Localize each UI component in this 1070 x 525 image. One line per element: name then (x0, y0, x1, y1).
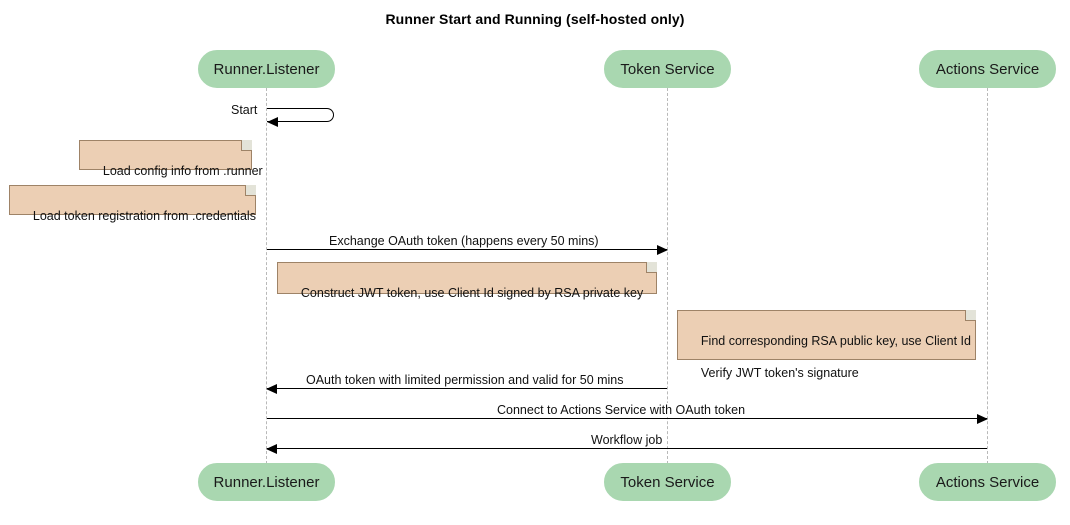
note-construct-jwt: Construct JWT token, use Client Id signe… (277, 262, 657, 300)
note-fold-corner-icon (965, 310, 976, 321)
note-text: Construct JWT token, use Client Id signe… (300, 286, 644, 300)
actor-label: Actions Service (935, 60, 1040, 78)
message-workflow-job (266, 444, 987, 454)
lifeline-token-service (667, 88, 668, 464)
arrow-head-start (267, 117, 278, 127)
message-connect-actions-service (267, 414, 988, 424)
note-load-config: Load config info from .runner (79, 140, 263, 178)
actor-label: Token Service (620, 473, 715, 491)
actor-runner-listener-bottom[interactable]: Runner.Listener (198, 463, 335, 501)
actor-label: Actions Service (935, 473, 1040, 491)
note-text: Load config info from .runner (102, 164, 263, 178)
actor-actions-service-bottom[interactable]: Actions Service (919, 463, 1056, 501)
message-label-connect-actions-service: Connect to Actions Service with OAuth to… (494, 403, 749, 417)
actor-label: Token Service (620, 60, 715, 78)
note-fold-corner-icon (241, 140, 252, 151)
lifeline-actions-service (987, 88, 988, 464)
message-label-workflow-job: Workflow job (588, 433, 666, 447)
message-oauth-token-return (266, 384, 667, 394)
message-exchange-oauth-token (267, 245, 668, 255)
note-fold-corner-icon (245, 185, 256, 196)
note-load-credentials: Load token registration from .credential… (9, 185, 256, 223)
message-label-exchange-oauth-token: Exchange OAuth token (happens every 50 m… (326, 234, 602, 248)
actor-label: Runner.Listener (213, 60, 320, 78)
actor-token-service-top[interactable]: Token Service (604, 50, 731, 88)
lifeline-runner (266, 88, 267, 464)
arrow-head-left-icon (266, 444, 277, 454)
actor-actions-service-top[interactable]: Actions Service (919, 50, 1056, 88)
page-title: Runner Start and Running (self-hosted on… (385, 11, 685, 27)
actor-token-service-bottom[interactable]: Token Service (604, 463, 731, 501)
arrow-head-right-icon (657, 245, 668, 255)
actor-runner-listener-top[interactable]: Runner.Listener (198, 50, 335, 88)
note-verify-jwt: Find corresponding RSA public key, use C… (677, 310, 976, 380)
message-label-start: Start (228, 103, 261, 117)
note-text: Load token registration from .credential… (32, 209, 256, 223)
arrow-head-left-icon (266, 384, 277, 394)
note-text-line-2: Verify JWT token's signature (700, 366, 859, 380)
note-text-line-1: Find corresponding RSA public key, use C… (700, 334, 971, 348)
note-fold-corner-icon (646, 262, 657, 273)
message-label-oauth-token-return: OAuth token with limited permission and … (303, 373, 627, 387)
actor-label: Runner.Listener (213, 473, 320, 491)
message-start-selfloop (267, 108, 334, 122)
arrow-head-right-icon (977, 414, 988, 424)
